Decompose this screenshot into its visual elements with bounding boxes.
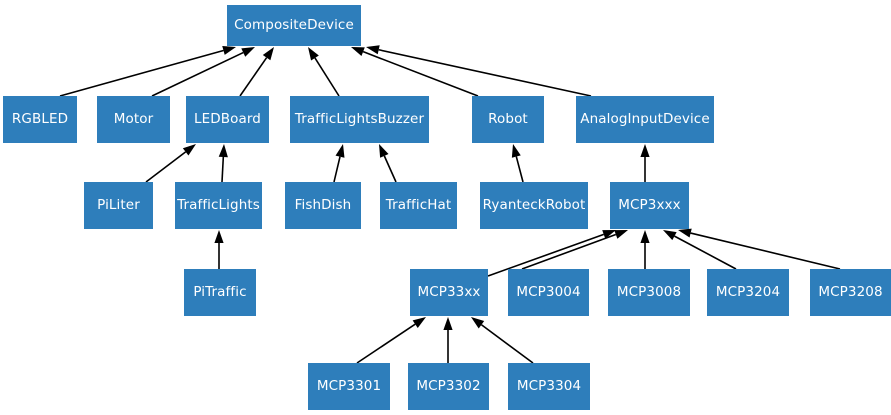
class-node-label: RGBLED	[11, 110, 69, 127]
class-node-label: Robot	[488, 110, 528, 127]
class-node-label: TrafficHat	[385, 196, 452, 213]
class-node-mcp3204[interactable]: MCP3204	[707, 269, 789, 316]
class-node-label: MCP3301	[316, 377, 382, 394]
class-node-label: AnalogInputDevice	[580, 110, 710, 127]
class-node-compositedevice[interactable]: CompositeDevice	[227, 5, 361, 46]
class-node-robot[interactable]: Robot	[472, 96, 544, 143]
class-node-mcp3302[interactable]: MCP3302	[408, 363, 489, 410]
class-node-label: FishDish	[294, 196, 352, 213]
class-node-pitraffic[interactable]: PiTraffic	[184, 269, 256, 316]
class-node-label: LEDBoard	[194, 110, 261, 127]
class-node-label: Motor	[113, 110, 154, 127]
class-node-analoginputdevice[interactable]: AnalogInputDevice	[576, 96, 714, 143]
class-node-label: TrafficLights	[177, 196, 260, 213]
class-node-fishdish[interactable]: FishDish	[285, 182, 361, 229]
class-node-rgbled[interactable]: RGBLED	[3, 96, 77, 143]
class-node-mcp3208[interactable]: MCP3208	[810, 269, 891, 316]
class-node-mcp3304[interactable]: MCP3304	[508, 363, 590, 410]
class-node-label: MCP33xx	[417, 283, 481, 300]
class-node-label: PiTraffic	[193, 283, 247, 300]
class-node-trafficlightsbuzzer[interactable]: TrafficLightsBuzzer	[290, 96, 429, 143]
class-node-label: MCP3302	[416, 377, 481, 394]
class-node-mcp3004[interactable]: MCP3004	[508, 269, 589, 316]
class-node-mcp3008[interactable]: MCP3008	[608, 269, 690, 316]
class-node-mcp3xxx[interactable]: MCP3xxx	[610, 182, 689, 229]
class-node-mcp3301[interactable]: MCP3301	[308, 363, 390, 410]
class-node-label: MCP3208	[818, 283, 883, 300]
class-node-motor[interactable]: Motor	[97, 96, 170, 143]
class-node-label: RyanteckRobot	[482, 196, 586, 213]
class-node-label: MCP3xxx	[618, 196, 681, 213]
class-node-ledboard[interactable]: LEDBoard	[186, 96, 269, 143]
class-node-label: MCP3004	[516, 283, 581, 300]
class-node-label: CompositeDevice	[234, 16, 354, 33]
class-node-traffichat[interactable]: TrafficHat	[380, 182, 457, 229]
class-node-piliter[interactable]: PiLiter	[84, 182, 153, 229]
class-node-trafficlights[interactable]: TrafficLights	[175, 182, 262, 229]
class-node-label: MCP3204	[715, 283, 781, 300]
class-node-mcp33xx[interactable]: MCP33xx	[410, 269, 488, 316]
class-node-label: MCP3304	[516, 377, 582, 394]
class-node-label: PiLiter	[97, 196, 140, 213]
class-node-label: TrafficLightsBuzzer	[294, 110, 425, 127]
class-node-label: MCP3008	[616, 283, 682, 300]
class-node-ryanteckrobot[interactable]: RyanteckRobot	[480, 182, 588, 229]
